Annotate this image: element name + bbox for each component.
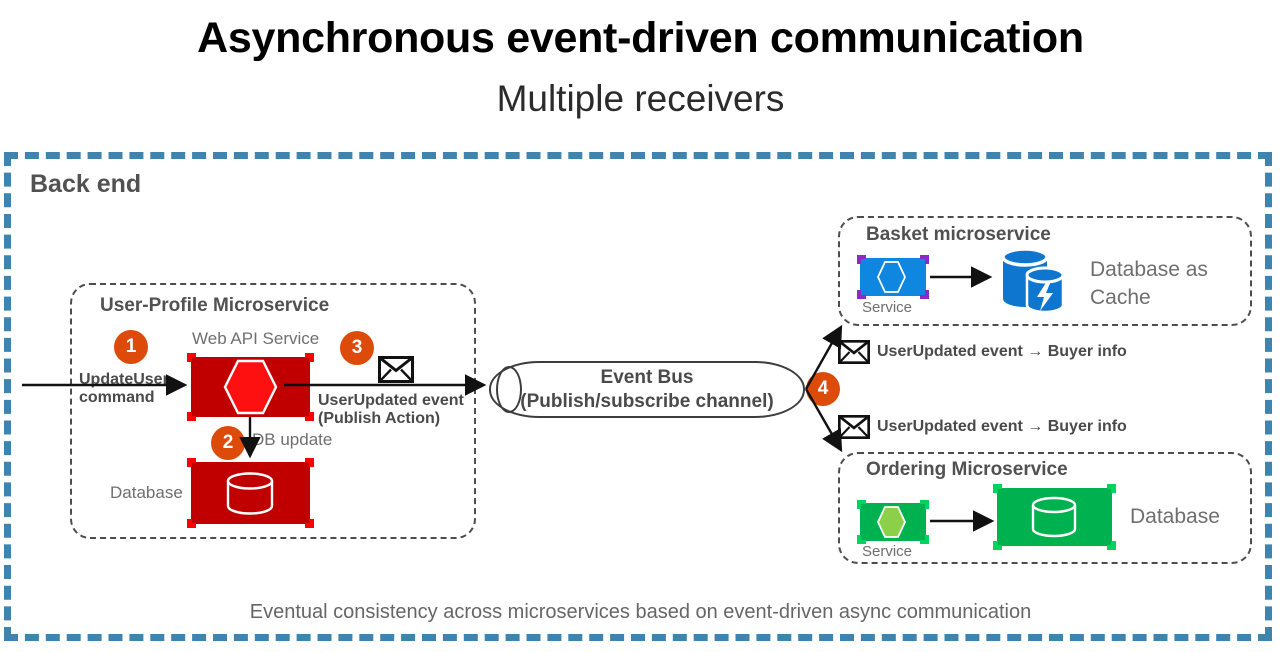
- user-updated-publish-label: UserUpdated event (Publish Action): [318, 392, 464, 429]
- user-updated-publish-line2: (Publish Action): [318, 410, 441, 428]
- event-bus-cylinder: [489, 361, 805, 418]
- event-bus-line1: Event Bus: [600, 367, 694, 388]
- database-as-cache-line2: Cache: [1090, 286, 1151, 310]
- page-title: Asynchronous event-driven communication: [197, 14, 1084, 62]
- hexagon-icon: [877, 261, 906, 293]
- step-2-badge: 2: [211, 426, 245, 460]
- user-profile-database-caption: Database: [110, 483, 183, 502]
- database-as-cache-caption: Database as Cache: [1090, 256, 1208, 313]
- event-bus-cap: [496, 366, 522, 413]
- web-api-service-caption: Web API Service: [192, 329, 320, 348]
- top-receiver-message: UserUpdated event → Buyer info: [877, 343, 1127, 360]
- backend-boundary: [4, 152, 1272, 641]
- update-user-command-label: UpdateUser command: [79, 371, 169, 408]
- ordering-database-block: [993, 484, 1116, 550]
- basket-microservice-title: Basket microservice: [866, 224, 1051, 245]
- user-profile-microservice-boundary: [70, 283, 476, 539]
- user-profile-database-block: [187, 458, 314, 528]
- bottom-receiver-message: UserUpdated event → Buyer info: [877, 418, 1127, 435]
- ordering-service-caption: Service: [862, 543, 913, 560]
- ordering-microservice-boundary: [838, 452, 1252, 564]
- ordering-database-caption: Database: [1130, 505, 1220, 528]
- update-user-command-line2: command: [79, 389, 155, 407]
- database-as-cache-line1: Database as: [1090, 258, 1208, 281]
- event-bus-line2: (Publish/subscribe channel): [520, 390, 774, 412]
- user-profile-microservice-title: User-Profile Microservice: [100, 295, 330, 316]
- basket-service-block: [857, 255, 929, 299]
- page-subtitle: Multiple receivers: [496, 78, 785, 119]
- backend-label: Back end: [30, 170, 142, 198]
- footer-note: Eventual consistency across microservice…: [249, 601, 1032, 623]
- basket-service-caption: Service: [862, 299, 913, 316]
- ordering-service-block: [857, 500, 929, 544]
- step-3-badge: 3: [340, 331, 374, 365]
- event-bus-label: Event Bus (Publish/subscribe channel): [489, 366, 805, 414]
- hexagon-icon: [223, 359, 278, 415]
- ordering-microservice-title: Ordering Microservice: [866, 459, 1068, 480]
- update-user-command-line1: UpdateUser: [79, 371, 169, 388]
- step-4-badge: 4: [806, 372, 840, 406]
- web-api-service-block: [187, 353, 314, 421]
- database-cylinder-icon: [1031, 496, 1077, 538]
- basket-microservice-boundary: [838, 216, 1252, 326]
- user-updated-publish-line1: UserUpdated event: [318, 392, 464, 409]
- db-update-label: DB update: [252, 430, 333, 449]
- hexagon-icon: [877, 506, 906, 538]
- database-cylinder-icon: [226, 472, 274, 515]
- step-1-badge: 1: [114, 330, 148, 364]
